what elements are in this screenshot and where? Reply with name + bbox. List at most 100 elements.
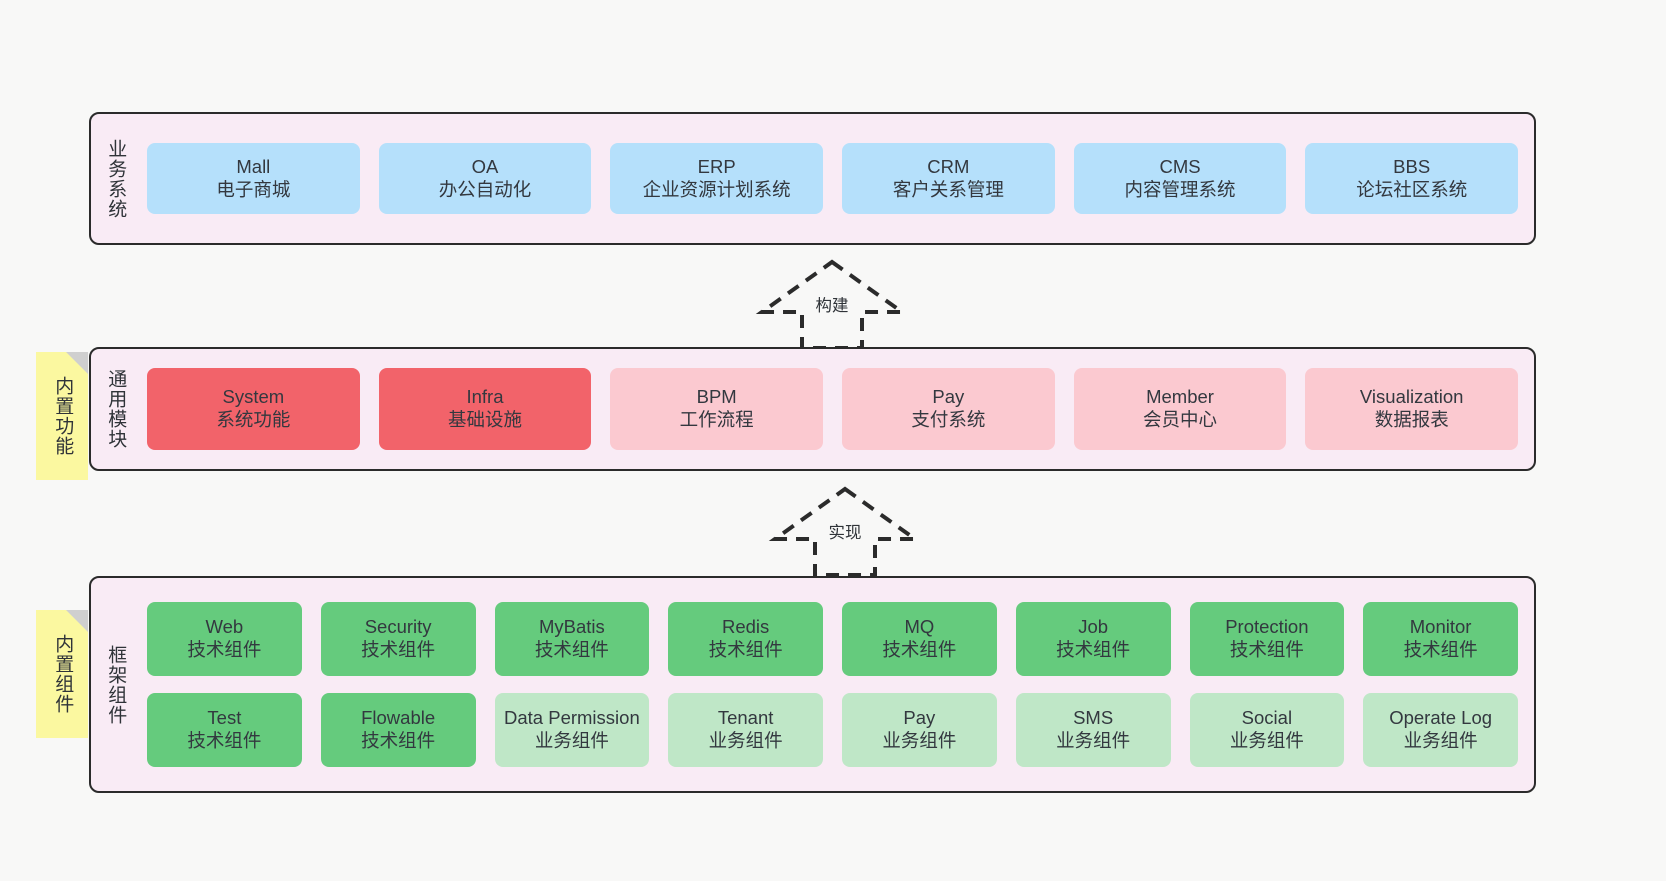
card-system[interactable]: System 系统功能 [147,368,360,450]
connector-label-implement: 实现 [828,524,862,542]
card-title: BPM [696,386,737,408]
card-title: BBS [1393,155,1431,177]
card-subtitle: 技术组件 [1056,639,1131,660]
card-infra[interactable]: Infra 基础设施 [378,368,592,450]
card-mall[interactable]: Mall 电子商城 [147,143,360,214]
card-title: Social [1241,707,1293,729]
card-redis[interactable]: Redis 技术组件 [668,602,823,676]
dashed-up-arrow-icon [768,486,922,577]
card-title: Tenant [717,707,774,729]
card-title: Security [364,616,432,638]
card-mybatis[interactable]: MyBatis 技术组件 [494,602,650,676]
layer-body-business-systems: Mall 电子商城 OA 办公自动化 ERP 企业资源计划系统 CRM 客户关系… [139,114,1534,243]
card-subtitle: 技术组件 [187,639,262,660]
card-erp[interactable]: ERP 企业资源计划系统 [610,143,824,214]
card-flowable[interactable]: Flowable 技术组件 [320,693,476,767]
card-subtitle: 支付系统 [911,409,986,430]
card-subtitle: 论坛社区系统 [1356,178,1468,200]
card-subtitle: 技术组件 [361,639,436,660]
card-member[interactable]: Member 会员中心 [1073,368,1287,450]
card-subtitle: 技术组件 [882,639,957,660]
card-subtitle: 内容管理系统 [1124,178,1236,200]
card-subtitle: 会员中心 [1143,409,1218,430]
connector-build: 构建 [755,258,909,350]
card-test[interactable]: Test 技术组件 [147,693,302,767]
note-fold-corner-icon [66,610,88,632]
note-fold-corner-icon [66,352,88,374]
card-social[interactable]: Social 业务组件 [1189,693,1345,767]
card-subtitle: 业务组件 [534,730,609,751]
card-subtitle: 业务组件 [1056,730,1131,751]
layer-framework-components: 框架组件 Web 技术组件 Security 技术组件 MyBatis 技术组件… [89,576,1536,793]
row-general-modules: System 系统功能 Infra 基础设施 BPM 工作流程 Pay 支付系统… [147,368,1519,450]
card-cms[interactable]: CMS 内容管理系统 [1073,143,1287,214]
card-title: Infra [466,386,504,408]
card-subtitle: 工作流程 [679,409,754,430]
card-oa[interactable]: OA 办公自动化 [378,143,592,214]
card-visualization[interactable]: Visualization 数据报表 [1305,368,1519,450]
card-security[interactable]: Security 技术组件 [320,602,476,676]
card-bbs[interactable]: BBS 论坛社区系统 [1305,143,1519,214]
layer-business-systems: 业务系统 Mall 电子商城 OA 办公自动化 ERP 企业资源计划系统 CRM… [89,112,1536,245]
card-monitor[interactable]: Monitor 技术组件 [1363,602,1518,676]
card-title: MyBatis [538,616,605,638]
card-protection[interactable]: Protection 技术组件 [1189,602,1345,676]
card-title: System [222,386,285,408]
card-pay[interactable]: Pay 支付系统 [842,368,1055,450]
card-crm[interactable]: CRM 客户关系管理 [842,143,1055,214]
card-subtitle: 技术组件 [708,639,783,660]
card-tenant[interactable]: Tenant 业务组件 [668,693,823,767]
card-subtitle: 技术组件 [534,639,609,660]
card-subtitle: 业务组件 [708,730,783,751]
connector-label-build: 构建 [815,297,849,315]
card-title: Redis [721,616,770,638]
card-bpm[interactable]: BPM 工作流程 [610,368,824,450]
card-pay-component[interactable]: Pay 业务组件 [842,693,997,767]
card-subtitle: 业务组件 [882,730,957,751]
layer-title-general-modules: 通用模块 [105,369,127,449]
card-subtitle: 数据报表 [1374,409,1449,430]
card-sms[interactable]: SMS 业务组件 [1015,693,1171,767]
card-web[interactable]: Web 技术组件 [147,602,302,676]
card-title: Mall [236,155,271,177]
card-title: Flowable [361,707,436,729]
note-builtin-components: 内置组件 [36,610,88,738]
card-subtitle: 技术组件 [1229,639,1304,660]
card-title: Job [1078,616,1109,638]
card-title: Member [1146,386,1214,408]
card-subtitle: 企业资源计划系统 [642,178,791,200]
card-data-permission[interactable]: Data Permission 业务组件 [494,693,650,767]
card-mq[interactable]: MQ 技术组件 [842,602,997,676]
card-title: ERP [697,155,736,177]
layer-title-business-systems: 业务系统 [105,138,127,219]
card-title: Web [205,616,244,638]
card-title: SMS [1073,707,1114,729]
connector-implement: 实现 [768,485,922,577]
card-title: MQ [904,616,935,638]
layer-general-modules: 通用模块 System 系统功能 Infra 基础设施 BPM 工作流程 Pay… [89,347,1536,471]
row-business-systems: Mall 电子商城 OA 办公自动化 ERP 企业资源计划系统 CRM 客户关系… [147,143,1519,214]
card-subtitle: 系统功能 [216,409,291,430]
card-title: Pay [903,707,936,729]
card-title: CRM [927,155,970,177]
card-title: Visualization [1359,386,1464,408]
card-job[interactable]: Job 技术组件 [1015,602,1171,676]
layer-body-general-modules: System 系统功能 Infra 基础设施 BPM 工作流程 Pay 支付系统… [139,349,1534,469]
card-title: Data Permission [504,707,640,729]
card-subtitle: 业务组件 [1403,730,1478,751]
card-title: Test [207,707,242,729]
card-subtitle: 电子商城 [216,178,291,200]
card-title: Monitor [1409,616,1472,638]
dashed-up-arrow-icon [755,259,909,350]
card-subtitle: 办公自动化 [438,178,532,200]
card-subtitle: 客户关系管理 [892,178,1004,200]
layer-body-framework-components: Web 技术组件 Security 技术组件 MyBatis 技术组件 Redi… [139,578,1534,791]
card-title: Operate Log [1389,707,1493,729]
note-label: 内置功能 [52,376,74,456]
card-operate-log[interactable]: Operate Log 业务组件 [1363,693,1518,767]
card-title: CMS [1159,155,1201,177]
card-title: OA [471,155,499,177]
row-business-components: Test 技术组件 Flowable 技术组件 Data Permission … [147,693,1518,767]
row-tech-components: Web 技术组件 Security 技术组件 MyBatis 技术组件 Redi… [147,602,1518,676]
note-builtin-features: 内置功能 [36,352,88,480]
